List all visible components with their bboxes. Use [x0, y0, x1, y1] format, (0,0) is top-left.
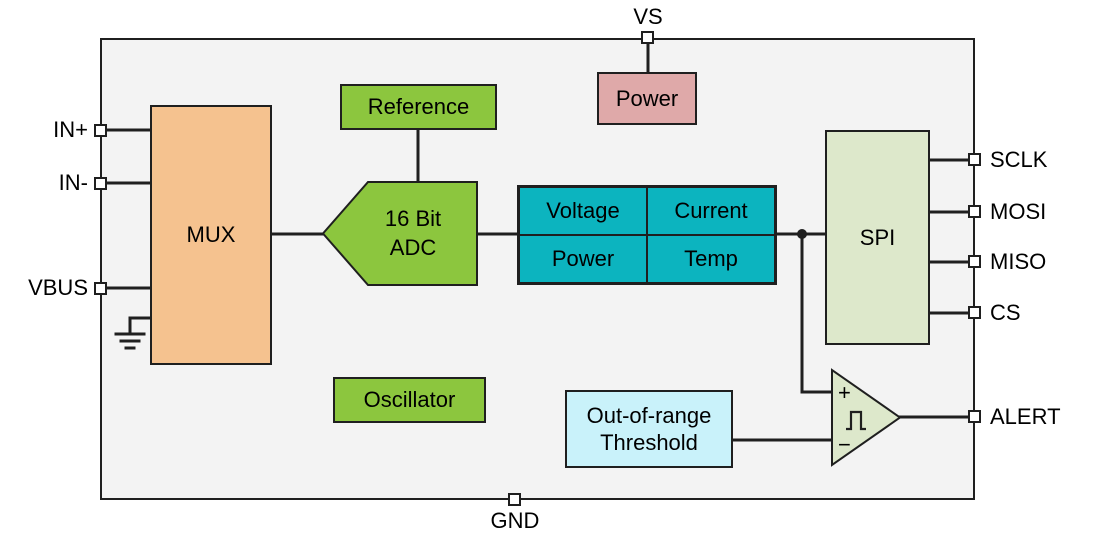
pin-label-in-plus: IN+ — [53, 117, 88, 142]
spi-block: SPI — [825, 130, 930, 345]
pin-label-alert: ALERT — [990, 404, 1061, 429]
pin-cs — [968, 306, 981, 319]
reference-block-label: Reference — [367, 94, 470, 120]
register-cell-voltage: Voltage — [519, 187, 647, 235]
register-cell-temp: Temp — [647, 235, 775, 283]
pin-in-plus — [94, 124, 107, 137]
mux-block-label: MUX — [186, 222, 236, 248]
adc-block-label: 16 Bit ADC — [352, 204, 474, 262]
adc-label-line1: 16 Bit — [384, 206, 442, 231]
pin-label-mosi: MOSI — [990, 199, 1047, 224]
pin-label-vs: VS — [633, 4, 663, 29]
pin-label-miso: MISO — [990, 249, 1047, 274]
pin-label-sclk: SCLK — [990, 147, 1048, 172]
pin-label-gnd: GND — [490, 508, 540, 533]
pin-gnd — [508, 493, 521, 506]
oscillator-block-label: Oscillator — [363, 387, 456, 413]
reference-block: Reference — [340, 84, 497, 130]
pin-alert — [968, 410, 981, 423]
power-block-label: Power — [615, 85, 679, 111]
pin-label-cs: CS — [990, 300, 1021, 325]
pin-label-vbus: VBUS — [28, 275, 88, 300]
register-cell-power: Power — [519, 235, 647, 283]
oscillator-block: Oscillator — [333, 377, 486, 423]
result-registers: Voltage Current Power Temp — [517, 185, 777, 285]
spi-block-label: SPI — [859, 224, 896, 250]
pin-sclk — [968, 153, 981, 166]
threshold-label-line1: Out-of-range — [586, 402, 712, 428]
mux-block: MUX — [150, 105, 272, 365]
pin-miso — [968, 255, 981, 268]
pin-label-in-minus: IN- — [58, 170, 88, 195]
pin-vbus — [94, 282, 107, 295]
register-cell-current: Current — [647, 187, 775, 235]
power-block: Power — [597, 72, 697, 125]
adc-label-line2: ADC — [389, 235, 437, 260]
pin-mosi — [968, 205, 981, 218]
threshold-block: Out-of-range Threshold — [565, 390, 733, 468]
pin-in-minus — [94, 177, 107, 190]
threshold-label-line2: Threshold — [600, 430, 698, 455]
pin-vs — [641, 31, 654, 44]
